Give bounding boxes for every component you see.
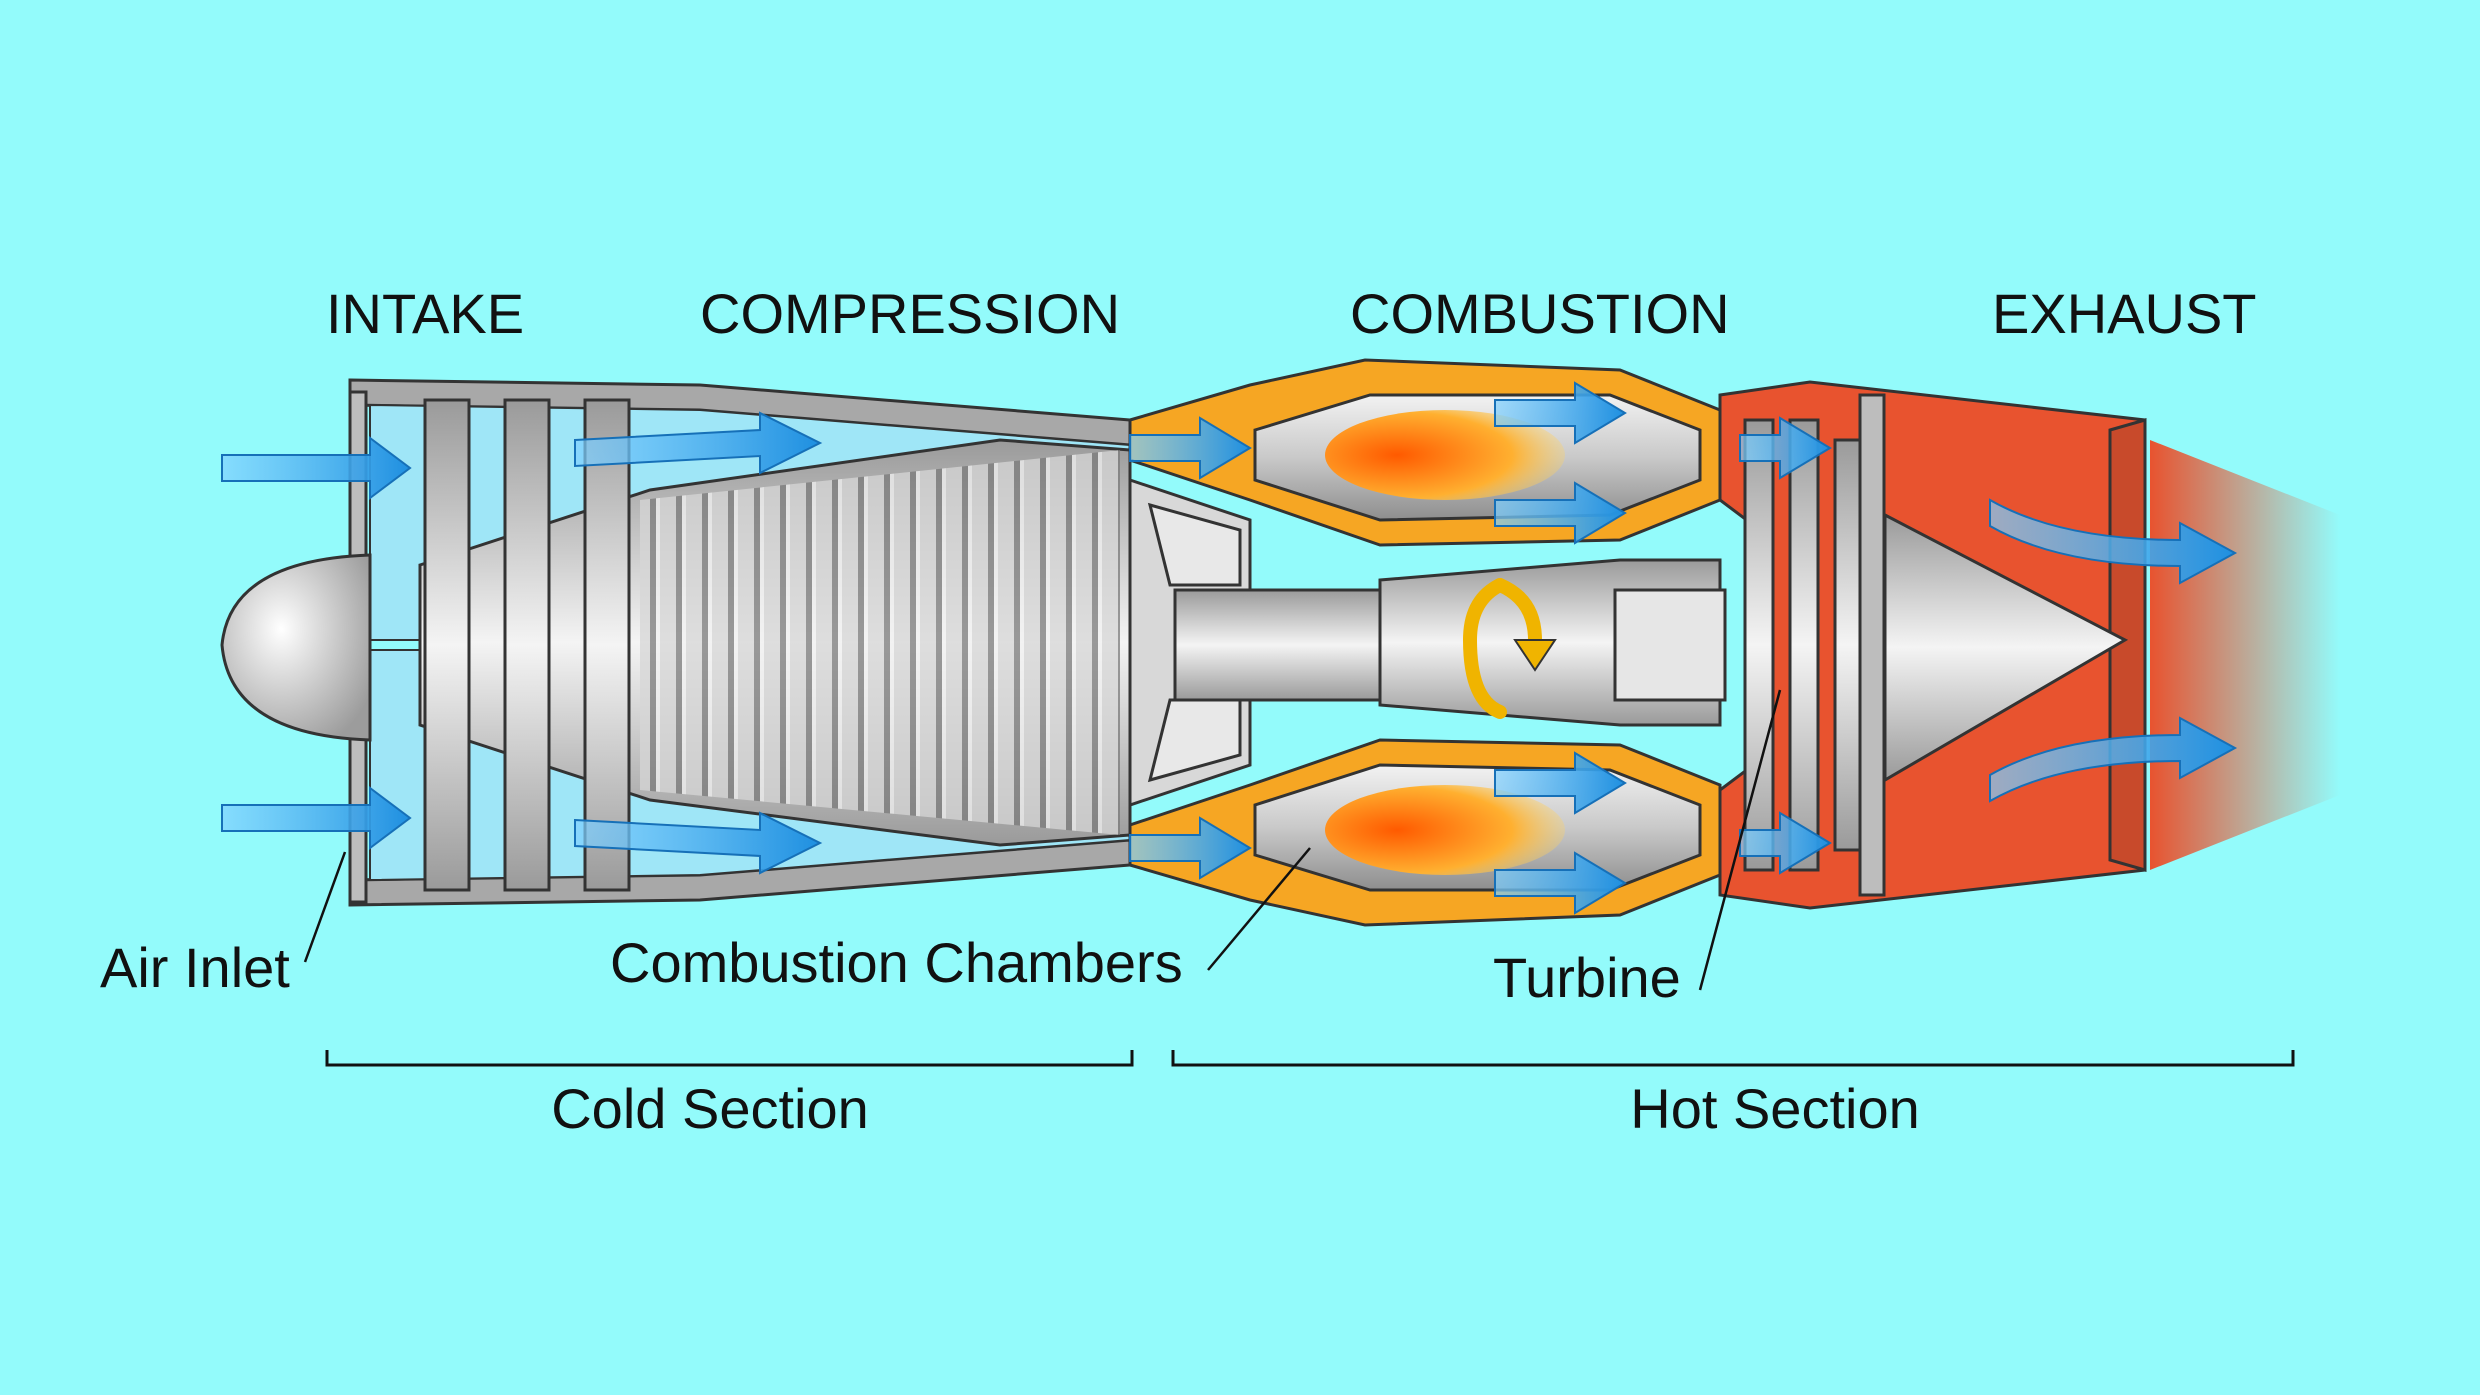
nose-cone [220,553,372,742]
label-cold-section: Cold Section [551,1077,869,1140]
label-combustion-chambers: Combustion Chambers [610,931,1183,994]
cold-section-bracket [325,1050,1134,1067]
hot-section-bracket [1171,1050,2295,1067]
flame-lower [1325,785,1565,875]
rotation-arrow-icon [1462,578,1557,719]
turbine-leader [1698,689,1782,991]
compressor-rotor [418,398,1132,892]
stage-title-combustion: COMBUSTION [1350,282,1730,345]
label-turbine: Turbine [1493,946,1681,1009]
exhaust-plume [2150,440,2340,870]
combustion-chambers-leader [1207,847,1311,971]
engine-shaft [1128,477,1727,808]
label-hot-section: Hot Section [1630,1077,1920,1140]
flame-upper [1325,410,1565,500]
stage-title-intake: INTAKE [326,282,524,345]
stage-title-compression: COMPRESSION [700,282,1120,345]
stage-title-exhaust: EXHAUST [1992,282,2257,345]
airflow-arrow-icon [221,381,2238,915]
label-air-inlet: Air Inlet [100,936,290,999]
air-inlet-leader [303,851,347,963]
